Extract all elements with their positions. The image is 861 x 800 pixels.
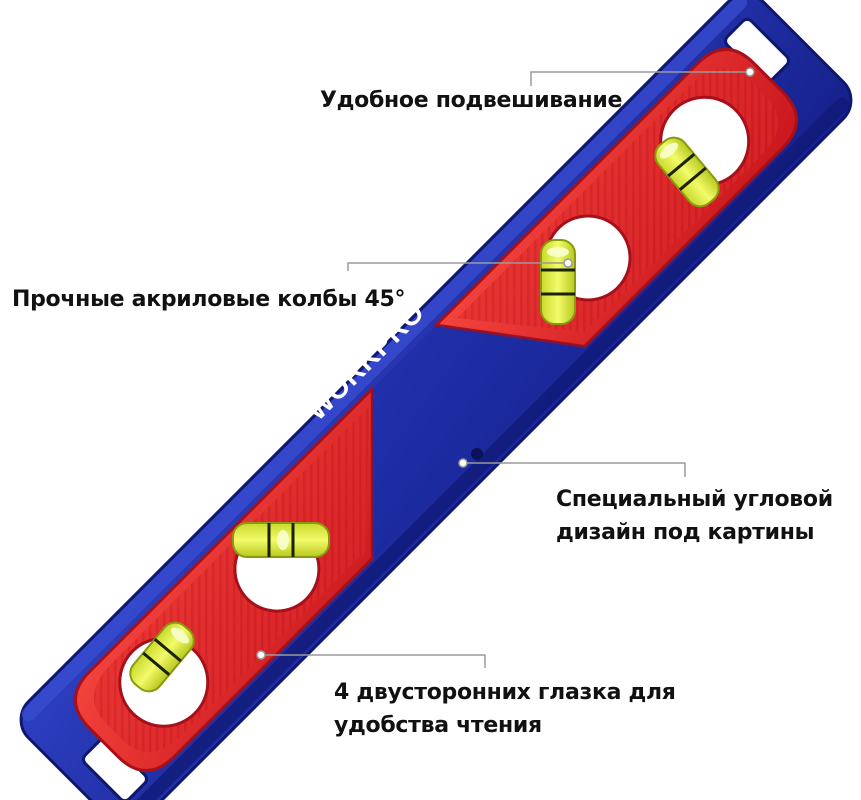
callout-eyes-line-2: удобства чтения <box>334 713 542 738</box>
leader-line-vials <box>347 262 568 271</box>
vial-lower-end <box>129 621 195 693</box>
vial-upper-45 <box>540 239 576 325</box>
leader-line-eyes <box>261 654 486 668</box>
callout-angle-line-2: дизайн под картины <box>556 520 815 545</box>
callout-eyes: 4 двусторонних глазка для удобства чтени… <box>334 676 676 742</box>
red-frame-upper <box>432 48 798 348</box>
callout-vials-line-1: Прочные акриловые колбы 45° <box>12 287 406 312</box>
callout-vials: Прочные акриловые колбы 45° <box>12 283 406 316</box>
leader-line-angle <box>463 462 686 477</box>
callout-angle-design: Специальный угловой дизайн под картины <box>556 483 833 549</box>
vial-upper-end <box>654 136 720 208</box>
v-groove-point <box>471 447 484 460</box>
leader-line-hanging <box>530 71 750 86</box>
callout-hanging: Удобное подвешивание <box>320 84 622 117</box>
level-body <box>19 0 853 800</box>
vial-lower-horizontal <box>232 522 330 558</box>
callout-hanging-line-1: Удобное подвешивание <box>320 88 623 113</box>
callout-eyes-line-1: 4 двусторонних глазка для <box>334 680 676 705</box>
callout-angle-line-1: Специальный угловой <box>556 487 833 512</box>
